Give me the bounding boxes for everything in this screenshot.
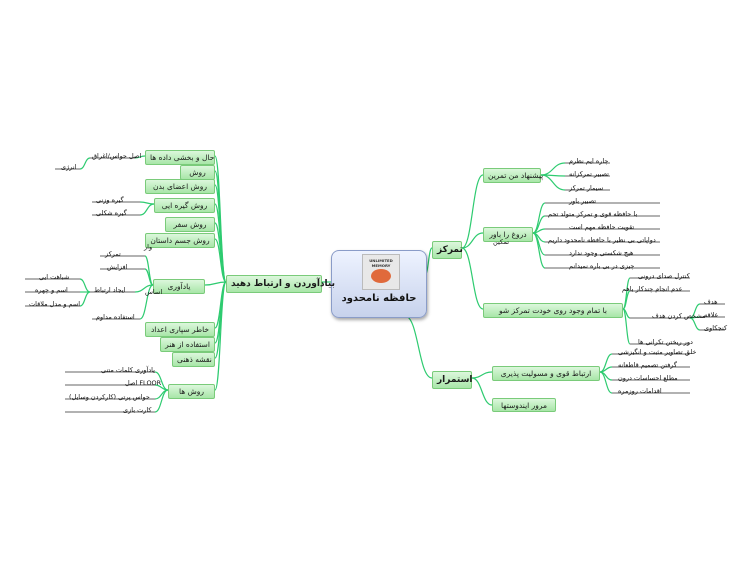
- connector-line: [134, 284, 154, 293]
- branch-continuity[interactable]: استمرار: [432, 371, 473, 389]
- leaf: اصل FLOOR: [125, 379, 162, 387]
- leaf: تصبیر باور: [569, 197, 597, 205]
- leaf: استفاده مداوم: [96, 313, 135, 321]
- leaf: کارت بازی: [123, 406, 152, 414]
- connector-line: [461, 174, 484, 249]
- connector-line: [204, 281, 227, 286]
- connector-line: [139, 201, 155, 205]
- connector-line: [139, 284, 154, 320]
- connector-line: [622, 290, 631, 310]
- node-hooks[interactable]: روش گیره ایی: [154, 198, 215, 213]
- node-body-parts[interactable]: روش اعضای بدن: [145, 179, 215, 194]
- leaf: دور ریختن تکرانی ها: [638, 338, 693, 346]
- node-false-belief[interactable]: دروغ را باور: [483, 227, 533, 242]
- node-recall[interactable]: یادآوری: [153, 279, 205, 294]
- leaf: گیره وزنی: [96, 196, 124, 204]
- leaf: گرفتن تصمیم قاطعانه: [618, 361, 677, 369]
- node-methods[interactable]: روش ها: [168, 384, 215, 399]
- connector-line: [214, 184, 227, 283]
- node-my-exercise[interactable]: پیشنهاد من تمرین: [483, 168, 543, 183]
- leaf: سیمار تمرکز: [569, 184, 604, 192]
- leaf: افزایش: [107, 263, 128, 271]
- branch-remember[interactable]: بیادآوردن و ارتباط دهید: [226, 275, 335, 293]
- connector-line: [599, 366, 613, 373]
- connector-line: [214, 281, 227, 391]
- leaf: هیچ شکستی وجود ندارد: [569, 249, 634, 257]
- leaf: تمرکز: [105, 250, 121, 258]
- node-method[interactable]: روش: [180, 165, 215, 180]
- leaf: با حافظه قوی و تمرکز متولد تحم: [548, 210, 638, 218]
- leaf: اساس: [145, 288, 163, 296]
- book-cover-text: UNLIMITED MEMORY: [369, 258, 393, 268]
- leaf: یادآوری کلمات متنی: [101, 366, 155, 374]
- connector-line: [79, 278, 91, 293]
- branch-focus[interactable]: تمرکز: [432, 241, 463, 259]
- leaf: اقدامات روزمره: [618, 387, 662, 395]
- leaf: شباهت ایی: [39, 273, 70, 281]
- connector-line: [471, 371, 493, 379]
- book-cover-image: UNLIMITED MEMORY: [362, 254, 400, 290]
- leaf: چاره ایم نظرم: [569, 157, 609, 165]
- connector-line: [79, 291, 91, 307]
- leaf: خلق تصاویر مثبت و انگیزشی: [618, 348, 697, 356]
- leaf: هدف: [704, 298, 718, 306]
- connector-line: [540, 162, 566, 176]
- connector-line: [471, 377, 493, 406]
- leaf: چیزی در بی باره نمیدانم: [569, 262, 635, 270]
- brain-art: [371, 269, 391, 283]
- node-senses[interactable]: حال و بخشی داده ها: [145, 150, 215, 165]
- connector-line: [461, 247, 484, 310]
- connector-line: [622, 308, 631, 345]
- leaf: مطلع احساسات درون: [618, 374, 678, 382]
- leaf: گیره شکلی: [96, 209, 127, 217]
- leaf: علاقه: [704, 311, 719, 319]
- central-topic[interactable]: UNLIMITED MEMORY حافظه نامحدود: [331, 250, 427, 318]
- leaf: اسم و چهره: [35, 286, 68, 294]
- leaf-note: تمکین: [493, 238, 510, 246]
- leaf: کنجکاوی: [704, 324, 728, 332]
- connector-line: [599, 371, 613, 394]
- leaf: ایجاد ارتباط: [94, 286, 126, 294]
- leaf: تقویت حافظه مهم است: [569, 223, 635, 231]
- connector-line: [79, 157, 91, 170]
- node-responsibility[interactable]: ارتباط قوی و مسولیت پذیری: [492, 366, 600, 381]
- connector-line: [404, 315, 433, 379]
- leaf: (کارکردن وسایل) حواس پرتی: [69, 393, 150, 401]
- connector-line: [689, 317, 701, 331]
- connector-line: [214, 238, 227, 283]
- node-art[interactable]: استفاده از هنر: [160, 337, 215, 352]
- connector-line: [134, 155, 146, 159]
- node-focus-yourself[interactable]: با تمام وجود روی خودت تمرکز شو: [483, 303, 623, 318]
- leaf: تصبیر تمرکزانه: [569, 170, 609, 178]
- node-review[interactable]: مرور ایندوستها: [492, 398, 556, 412]
- leaf: دواپاتی بی نظیر با حافظه نامحدود داریم: [548, 236, 656, 244]
- leaf: عدم انجام چندکار باهم: [622, 285, 683, 293]
- leaf: وار: [144, 243, 153, 251]
- leaf: انرژی: [61, 163, 77, 171]
- leaf: اسم و مدل ملاقات: [29, 300, 81, 308]
- connector-line: [540, 174, 566, 191]
- node-story[interactable]: روش جسم داستان: [145, 233, 215, 248]
- central-title: حافظه نامحدود: [341, 293, 417, 304]
- node-numbers[interactable]: خاطر سپاری اعداد: [145, 322, 215, 337]
- leaf: اصل حواس/اغراق: [92, 152, 142, 160]
- node-travel[interactable]: روش سفر: [165, 217, 215, 232]
- connector-line: [154, 389, 169, 413]
- connector-line: [139, 203, 155, 216]
- connector-line: [461, 232, 484, 249]
- node-mindmap[interactable]: نقشه ذهنی: [172, 352, 215, 367]
- connector-line: [532, 232, 546, 269]
- leaf: مشخص کردن هدف: [652, 312, 706, 320]
- connector-line: [532, 202, 546, 234]
- leaf: کنترل صدای درونی: [638, 272, 690, 280]
